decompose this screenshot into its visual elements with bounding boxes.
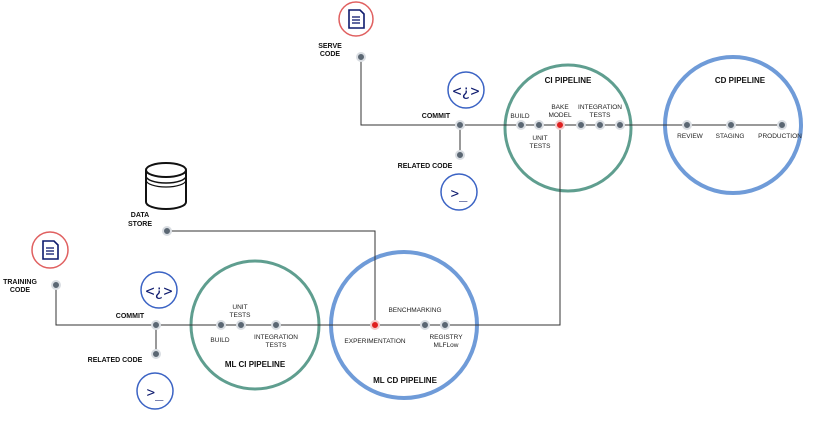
cd-production-node[interactable] [777, 120, 787, 130]
related-code-label-top: RELATED CODE [398, 163, 453, 170]
ci-pipeline-title: CI PIPELINE [545, 76, 592, 85]
cd-review-label: REVIEW [677, 133, 704, 140]
ci-pipeline-ring [503, 63, 633, 193]
ml-ci-integration-tests-label-line-2: TESTS [266, 342, 288, 349]
training-code-label-line-1: TRAINING [3, 279, 37, 286]
ci-unit-tests-label-line-2: TESTS [530, 143, 552, 150]
ml-cd-benchmarking-label: BENCHMARKING [388, 307, 441, 314]
commit-code-bracket-icon-bottom: <¿> [140, 271, 178, 309]
ml-cd-registry-node[interactable] [440, 320, 450, 330]
ci-build-label: BUILD [510, 113, 529, 120]
bracket-glyph: <¿> [452, 82, 479, 100]
serve-code-file-icon [338, 1, 374, 37]
data-store-node[interactable] [162, 226, 172, 236]
related-code-node-top[interactable] [455, 150, 465, 160]
cd-review-node[interactable] [682, 120, 692, 130]
ci-bake-model-node[interactable] [555, 120, 565, 130]
ci-integration-node-1[interactable] [576, 120, 586, 130]
commit-node-top[interactable] [455, 120, 465, 130]
ci-bake-model-label-line-2: MODEL [548, 112, 572, 119]
related-code-label-bottom: RELATED CODE [88, 357, 143, 364]
connector-lines [55, 57, 782, 354]
ml-cd-experimentation-label: EXPERIMENTATION [344, 338, 405, 345]
ci-build-node[interactable] [516, 120, 526, 130]
commit-label-top: COMMIT [422, 113, 451, 120]
ml-ci-unit-tests-label-line-1: UNIT [232, 304, 247, 311]
ml-ci-unit-tests-label-line-2: TESTS [230, 312, 252, 319]
ci-bake-model-label-line-1: BAKE [551, 104, 569, 111]
training-code-node[interactable] [51, 280, 61, 290]
commit-node-bottom[interactable] [151, 320, 161, 330]
ml-cd-registry-label-line-1: REGISTRY [429, 334, 463, 341]
ci-unit-tests-label-line-1: UNIT [532, 135, 547, 142]
ml-ci-integration-node[interactable] [271, 320, 281, 330]
ml-cd-pipeline-title: ML CD PIPELINE [373, 376, 438, 385]
terminal-glyph: >_ [451, 186, 468, 202]
ci-integration-tests-label-line-2: TESTS [590, 112, 612, 119]
ml-cd-experimentation-node[interactable] [370, 320, 380, 330]
ci-integration-node-3[interactable] [615, 120, 625, 130]
cd-pipeline-title: CD PIPELINE [715, 76, 766, 85]
commit-label-bottom: COMMIT [116, 313, 145, 320]
data-store-label-line-1: DATA [131, 212, 149, 219]
serve-code-node[interactable] [356, 52, 366, 62]
data-store-database-icon [145, 162, 187, 210]
related-code-terminal-icon-top: >_ [440, 173, 478, 211]
cd-staging-label: STAGING [716, 133, 745, 140]
training-code-label-line-2: CODE [10, 287, 31, 294]
terminal-glyph: >_ [147, 385, 164, 401]
bracket-glyph: <¿> [145, 282, 172, 300]
nodes [51, 52, 787, 359]
ci-unit-tests-node[interactable] [534, 120, 544, 130]
ml-ci-unit-tests-node[interactable] [236, 320, 246, 330]
serve-code-label-line-2: CODE [320, 51, 341, 58]
ml-cd-registry-label-line-2: MLFLow [434, 342, 459, 349]
serve-code-label-line-1: SERVE [318, 43, 342, 50]
ci-integration-node-2[interactable] [595, 120, 605, 130]
related-code-terminal-icon-bottom: >_ [136, 372, 174, 410]
ml-ci-build-node[interactable] [216, 320, 226, 330]
ml-ci-build-label: BUILD [210, 337, 229, 344]
ci-integration-tests-label-line-1: INTEGRATION [578, 104, 622, 111]
ml-ci-integration-tests-label-line-1: INTEGRATION [254, 334, 298, 341]
ml-ci-pipeline-title: ML CI PIPELINE [225, 360, 286, 369]
related-code-node-bottom[interactable] [151, 349, 161, 359]
cd-staging-node[interactable] [726, 120, 736, 130]
ml-cd-benchmarking-node[interactable] [420, 320, 430, 330]
cd-production-label: PRODUCTION [758, 133, 802, 140]
training-code-file-icon [31, 231, 69, 269]
data-store-label-line-2: STORE [128, 221, 152, 228]
commit-code-bracket-icon-top: <¿> [447, 71, 485, 109]
